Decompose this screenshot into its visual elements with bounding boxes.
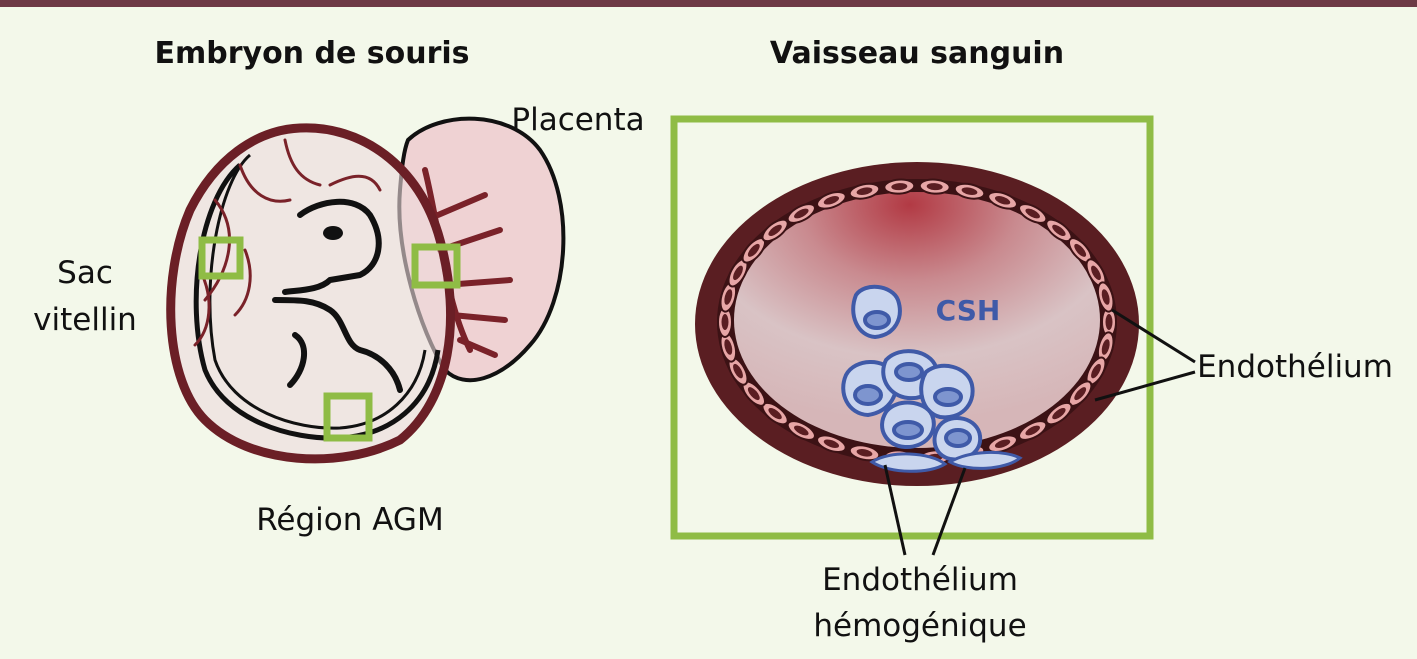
- endothelial-cell-nucleus: [733, 363, 743, 379]
- endothelial-cell-nucleus: [724, 339, 733, 355]
- endothelial-cell-nucleus: [856, 187, 873, 195]
- leader-lines: [883, 308, 1196, 556]
- hemogenic-endothelial-cell: [869, 452, 948, 473]
- endothelial-cell-nucleus: [891, 183, 908, 191]
- endothelial-cell-nucleus: [1025, 208, 1040, 219]
- agm-highlight-square: [323, 392, 373, 442]
- stem-cell: [919, 363, 975, 420]
- endothelial-cell-nucleus: [823, 196, 840, 205]
- endothelial-cell-nucleus: [768, 224, 782, 237]
- label-hemogenic-line2: hémogénique: [813, 608, 1026, 644]
- endothelial-cell-nucleus: [724, 289, 733, 305]
- endothelial-cell-nucleus: [926, 183, 943, 191]
- label-sac-line1: Sac: [57, 255, 113, 291]
- endothelial-cell-nucleus: [1052, 407, 1066, 420]
- endothelial-cell-nucleus: [733, 265, 743, 281]
- endothelial-cell-nucleus: [961, 187, 978, 195]
- label-endothelium: Endothélium: [1197, 349, 1393, 385]
- endothelial-cell-nucleus: [747, 387, 760, 401]
- label-sac-line2: vitellin: [33, 302, 137, 338]
- endothelial-cell-nucleus: [1025, 425, 1040, 436]
- placenta-highlight-square: [411, 243, 461, 289]
- label-csh: CSH: [936, 294, 1001, 327]
- title-left: Embryon de souris: [154, 36, 469, 71]
- label-hemogenic-line1: Endothélium: [822, 562, 1018, 598]
- label-agm: Région AGM: [256, 502, 443, 538]
- endothelial-cell-nucleus: [994, 439, 1011, 448]
- vessel-lumen: [734, 192, 1100, 448]
- embryo-body: [272, 198, 403, 393]
- vessel-zoom-frame: [670, 115, 1154, 540]
- endothelial-cell-nucleus: [1052, 224, 1066, 237]
- yolk-sac-highlight-square: [198, 236, 244, 280]
- top-bar: [0, 0, 1417, 7]
- endothelial-cell-nucleus: [1074, 243, 1087, 257]
- endothelial-cell-nucleus: [856, 449, 873, 457]
- endothelial-cell-nucleus: [994, 196, 1011, 205]
- endothelial-cell-nucleus: [794, 425, 809, 436]
- endothelial-cell-nucleus: [768, 407, 782, 420]
- yolk-sac: [166, 123, 456, 464]
- hemogenic-endothelial-cell: [946, 450, 1023, 470]
- stem-cell: [880, 400, 936, 450]
- endothelial-cell-nucleus: [1101, 289, 1110, 305]
- label-placenta: Placenta: [511, 102, 644, 138]
- endothelial-cell-nucleus: [823, 439, 840, 448]
- blood-vessel-cross-section: [695, 162, 1139, 486]
- endothelial-cell-nucleus: [721, 314, 729, 330]
- endothelial-cell-nucleus: [794, 208, 809, 219]
- endothelial-cell-nucleus: [1105, 314, 1113, 330]
- endothelial-cell-nucleus: [1101, 339, 1110, 355]
- embryo-eye: [323, 226, 343, 240]
- mouse-embryo-illustration: [166, 116, 566, 464]
- title-right: Vaisseau sanguin: [770, 36, 1064, 71]
- endothelial-cell-nucleus: [747, 243, 760, 257]
- endothelial-cell-nucleus: [1074, 387, 1087, 401]
- stem-cell-cluster: [841, 284, 1023, 473]
- endothelial-cell-nucleus: [1091, 363, 1101, 379]
- endothelial-cells: [717, 178, 1117, 466]
- stem-cell: [851, 284, 902, 340]
- endothelial-cell-nucleus: [1091, 265, 1101, 281]
